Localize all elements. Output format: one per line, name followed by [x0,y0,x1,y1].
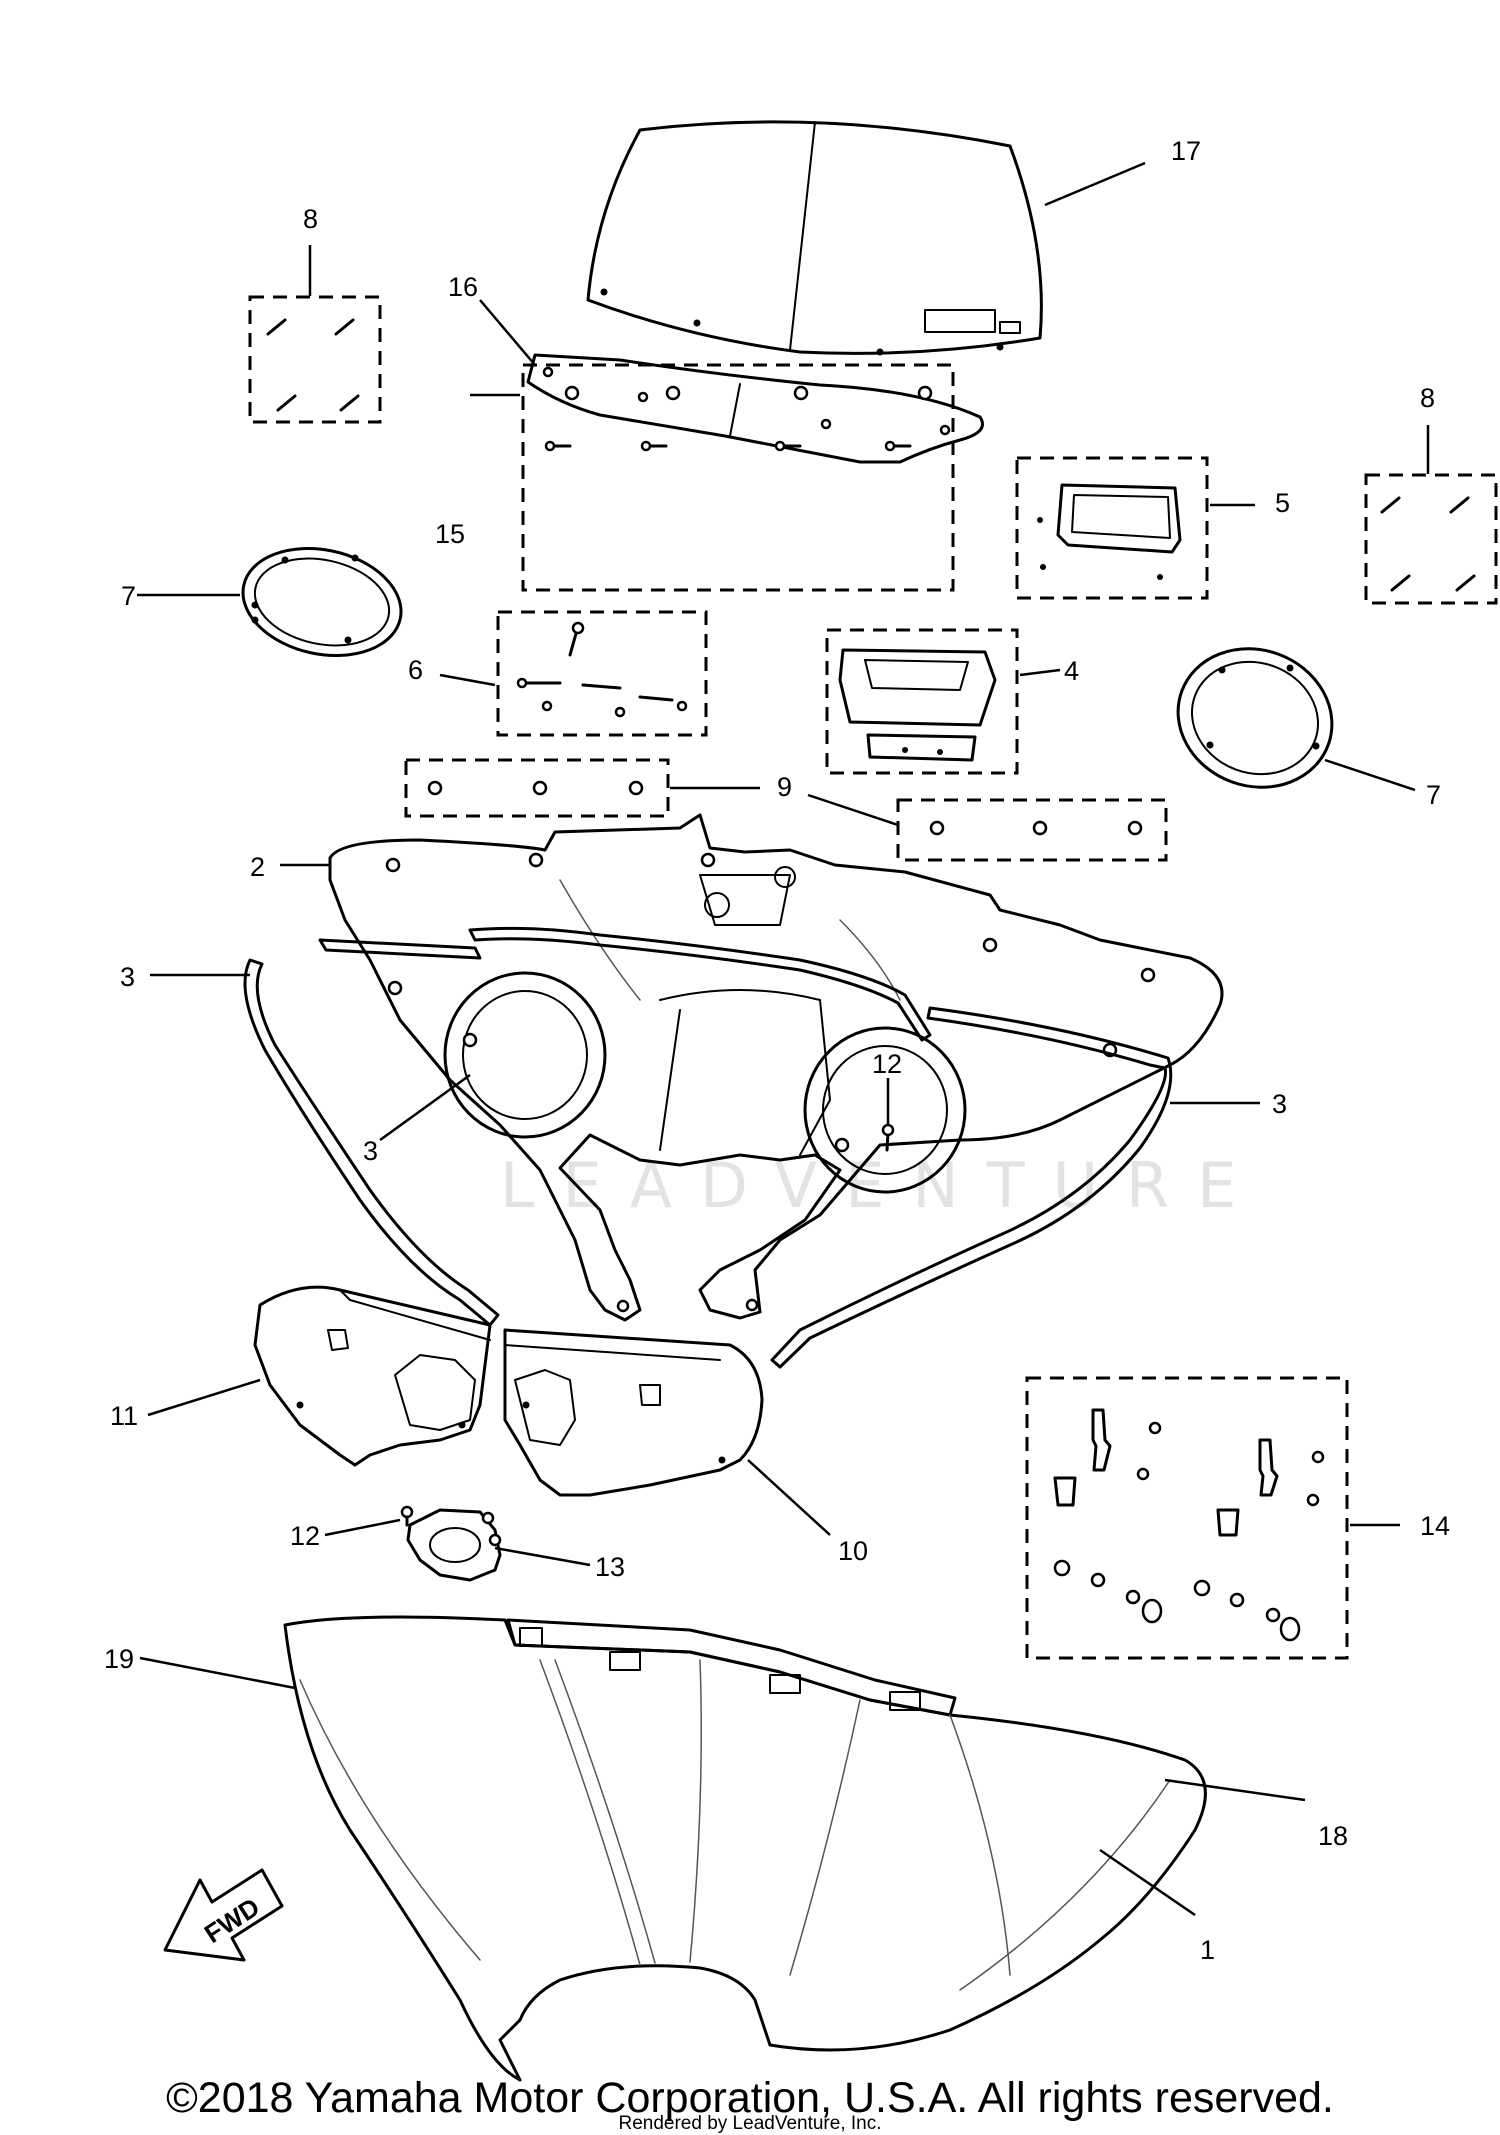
callout-3-left: 3 [120,962,135,992]
part-12-screw-lower[interactable] [400,1505,414,1527]
part-2-inner-fairing[interactable] [328,813,1224,1322]
callout-2: 2 [250,852,265,882]
rendered-by-notice: Rendered by LeadVenture, Inc. [618,2113,882,2134]
copyright-notice: ©2018 Yamaha Motor Corporation, U.S.A. A… [166,2074,1334,2122]
callout-3-center: 3 [363,1136,378,1166]
callout-11: 11 [110,1401,138,1431]
part-10-right-duct[interactable] [503,1328,764,1497]
watermark: LEADVENTURE [500,1149,1264,1222]
part-7-speaker-ring-left[interactable] [233,535,411,670]
part-18-outer-fairing[interactable] [283,1615,1207,2082]
callout-12-lower: 12 [290,1521,320,1551]
part-15-fastener-set[interactable] [521,363,955,592]
part-6-fastener-set[interactable] [496,610,708,737]
callout-3-right: 3 [1272,1089,1287,1119]
part-9-nut-set[interactable] [404,758,1168,862]
callout-8-left: 8 [303,204,318,234]
part-7-speaker-ring-right[interactable] [1158,627,1351,808]
callout-8-right: 8 [1420,383,1435,413]
callout-7-right: 7 [1426,780,1441,810]
callout-4: 4 [1064,656,1079,686]
part-8-bolt-kit-right[interactable] [1364,473,1498,605]
part-3-edge-trim[interactable] [243,926,1173,1369]
callout-1: 1 [1200,1935,1215,1965]
part-4-display-housing[interactable] [825,628,1019,775]
callout-5: 5 [1275,488,1290,518]
part-19-upper-trim[interactable] [506,1618,957,1717]
callout-9: 9 [777,772,792,802]
callout-18: 18 [1318,1821,1348,1851]
callout-19: 19 [104,1644,134,1674]
callout-15: 15 [435,519,465,549]
callout-16: 16 [448,272,478,302]
part-17-windshield[interactable] [586,120,1043,356]
part-12-screw-upper[interactable] [881,1123,895,1152]
part-5-bezel[interactable] [1015,456,1209,600]
callout-10: 10 [838,1536,868,1566]
fwd-arrow-icon: FWD [163,1868,284,1962]
callout-17: 17 [1171,136,1201,166]
part-16-trim-strip[interactable] [526,353,984,464]
part-14-hardware-kit[interactable] [1025,1376,1349,1660]
callouts: 17 8 16 8 15 5 7 6 4 7 9 2 3 3 3 12 11 1… [104,136,1450,1965]
callout-13: 13 [595,1552,625,1582]
callout-12-upper: 12 [872,1049,902,1079]
callout-6: 6 [408,655,423,685]
callout-7-left: 7 [121,581,136,611]
part-11-left-duct[interactable] [253,1285,492,1467]
callout-14: 14 [1420,1511,1450,1541]
part-13-bracket[interactable] [406,1508,502,1582]
part-8-bolt-kit-left[interactable] [248,295,382,424]
